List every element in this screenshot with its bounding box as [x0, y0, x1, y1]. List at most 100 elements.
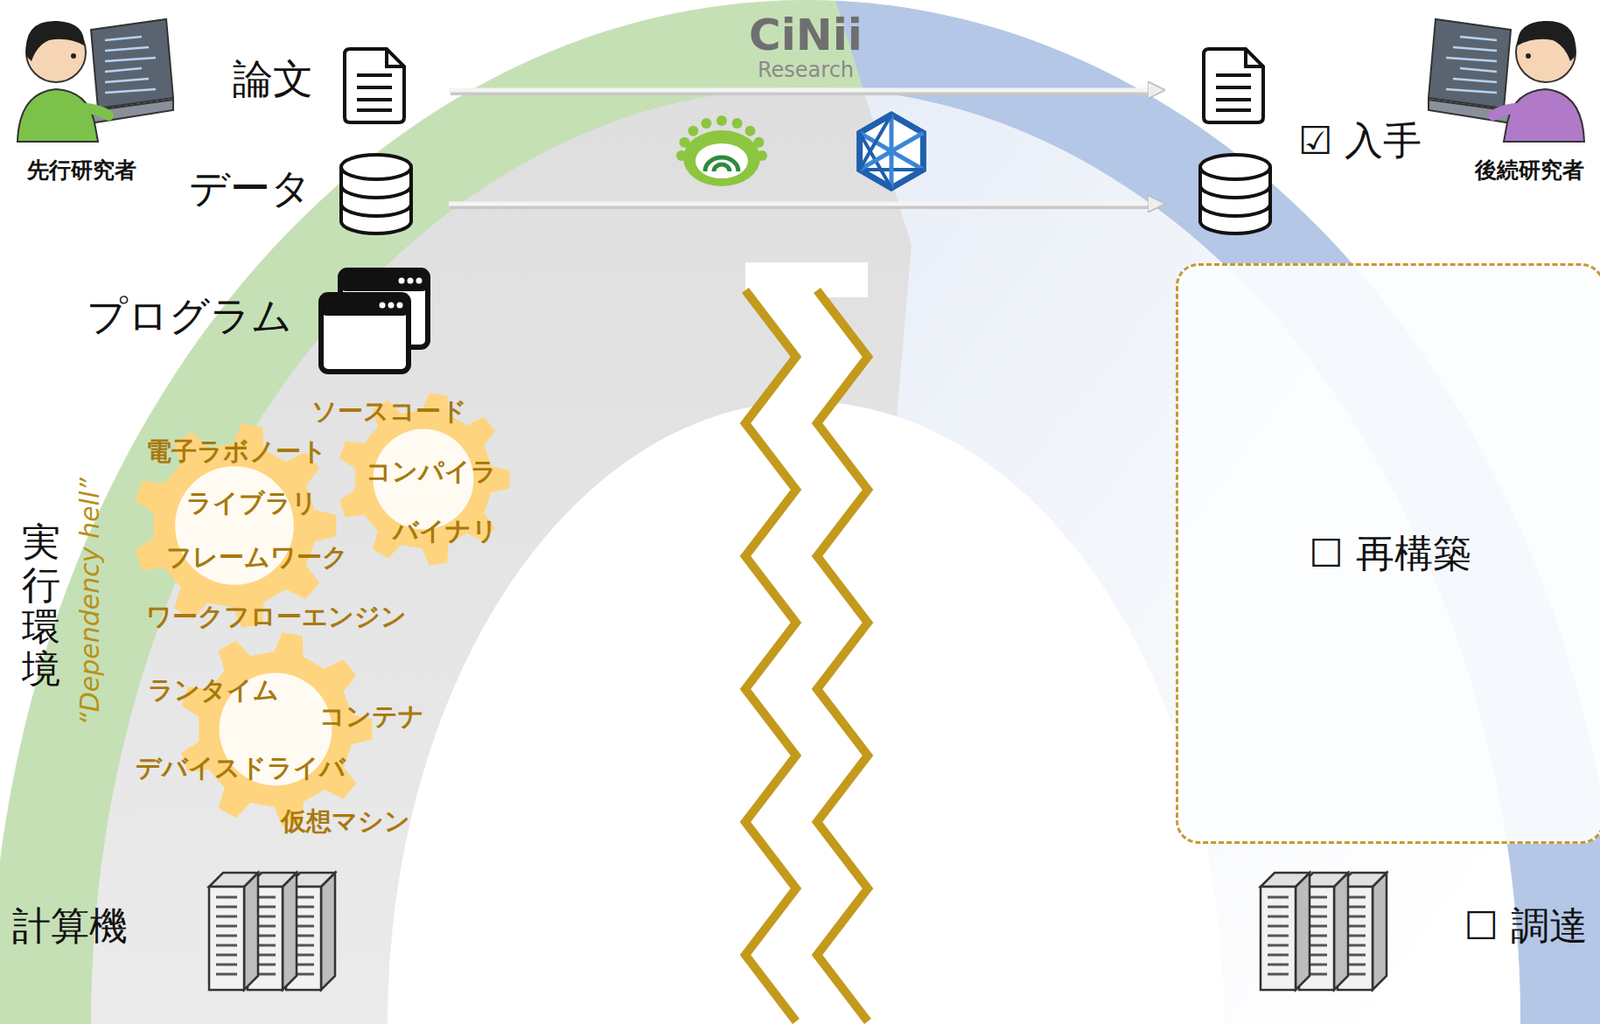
- screen-code: [104, 36, 142, 41]
- layer-label: 実行環境: [21, 521, 61, 692]
- rack-slot: [1267, 915, 1289, 919]
- researcher-body: [1503, 89, 1585, 142]
- environment-item: バイナリ: [392, 516, 498, 547]
- rack-slot: [216, 925, 238, 929]
- rack-slot: [1267, 925, 1289, 929]
- rack-slot: [1267, 954, 1289, 958]
- blue-logo: [859, 114, 924, 189]
- rack-slot: [216, 906, 238, 909]
- rack-slot: [216, 973, 238, 977]
- computer-icon: [1260, 873, 1387, 991]
- rack-top: [1260, 873, 1310, 888]
- zigzag-break: [817, 290, 868, 1022]
- logo-arc: [705, 157, 739, 172]
- dashed-region: ☐ 再構築: [1175, 263, 1600, 845]
- rack-slot: [1267, 896, 1289, 900]
- laptop-screen: [90, 19, 174, 109]
- environment-item: ライブラリ: [186, 488, 318, 519]
- database-ring: [1200, 203, 1271, 217]
- window-dot: [407, 278, 414, 285]
- rack-slot: [216, 935, 238, 938]
- rack-slot: [1267, 964, 1289, 967]
- status-label: ☑ 入手: [1298, 118, 1422, 165]
- rack-slot: [1267, 906, 1289, 909]
- transfer-arrow: [448, 88, 1164, 93]
- layer-label: 計算機: [12, 903, 128, 951]
- researcher-eye: [70, 53, 77, 59]
- window-dot: [379, 302, 386, 309]
- environment-item: コンパイラ: [365, 456, 497, 488]
- logo-dot: [716, 115, 727, 126]
- paper-line: [1215, 97, 1251, 102]
- paper-line: [356, 73, 392, 77]
- screen-code: [104, 47, 149, 51]
- laptop-screen: [1428, 19, 1511, 109]
- green-logo: [676, 115, 768, 187]
- researcher-icon: [1428, 19, 1585, 142]
- environment-item: ランタイム: [147, 675, 280, 706]
- paper-line: [1215, 73, 1251, 77]
- researcher-arm: [75, 108, 109, 116]
- database-icon: [341, 154, 412, 234]
- screen-code: [104, 78, 149, 83]
- window-dot: [388, 302, 395, 309]
- gear-shape: [135, 423, 337, 628]
- logo-face: [695, 143, 748, 179]
- screen-code: [1460, 68, 1497, 72]
- database-ring: [341, 203, 412, 217]
- logo-body: [683, 130, 761, 187]
- artifact-label: プログラム: [86, 292, 293, 341]
- window-dot: [416, 278, 423, 285]
- environment-item: コンテナ: [319, 701, 425, 733]
- window-frame: [321, 294, 409, 372]
- program-icon: [321, 270, 428, 372]
- role-label: 先行研究者: [27, 157, 137, 184]
- paper-icon: [1203, 48, 1264, 123]
- logo-text: CiNii: [748, 8, 863, 62]
- paper-outline: [344, 48, 405, 123]
- researcher-hair: [26, 20, 84, 62]
- computer-icon: [209, 873, 336, 991]
- paper-line: [1215, 108, 1251, 112]
- logo-line: [859, 114, 892, 170]
- logo-hexagon: [859, 114, 924, 189]
- screen-code: [104, 68, 142, 72]
- paper-fold: [386, 48, 405, 67]
- rack-side: [321, 873, 336, 991]
- database-top: [341, 154, 412, 180]
- rack-slot: [216, 915, 238, 919]
- status-label: ☐ 調達: [1464, 903, 1588, 951]
- environment-item: ワークフローエンジン: [146, 601, 407, 633]
- paper-line: [356, 85, 392, 90]
- screen-code: [1453, 47, 1497, 51]
- rack-slot: [216, 964, 238, 967]
- paper-fold: [1245, 48, 1264, 67]
- rack-top: [209, 873, 259, 888]
- database-ring: [1200, 185, 1271, 198]
- logo-dot: [732, 118, 743, 129]
- paper-icon: [344, 48, 405, 123]
- rack-side: [282, 873, 297, 991]
- artifact-label: データ: [188, 164, 312, 213]
- screen-code: [104, 89, 156, 93]
- rack-slot: [216, 944, 238, 948]
- database-ring: [341, 185, 412, 198]
- artifact-label: 論文: [232, 55, 314, 104]
- rack-front: [1260, 887, 1296, 991]
- rack-slot: [216, 896, 238, 900]
- note-label: “Dependency hell”: [74, 477, 106, 727]
- rack-side: [1372, 873, 1387, 991]
- rack-slot: [216, 954, 238, 958]
- rack-front: [209, 887, 245, 991]
- environment-item: 電子ラボノート: [146, 436, 328, 468]
- transfer-arrow: [448, 202, 1164, 207]
- break-gap: [745, 290, 868, 1022]
- logo-arc: [713, 164, 730, 172]
- rack-slot: [1267, 944, 1289, 948]
- screen-code: [1446, 57, 1497, 62]
- researcher-eye: [1525, 53, 1531, 59]
- screen-code: [1453, 78, 1497, 83]
- environment-item: フレームワーク: [166, 542, 349, 573]
- break-gap-top: [745, 262, 868, 298]
